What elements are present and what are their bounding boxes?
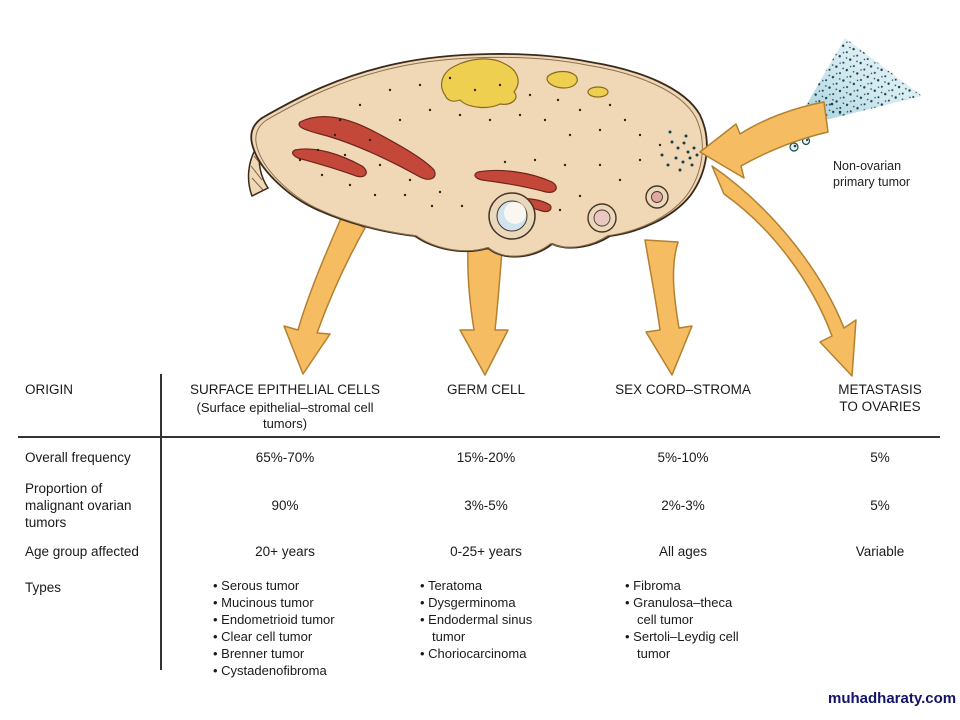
table-divider-vertical	[160, 374, 162, 670]
column-header-sex-cord-stroma: SEX CORD–STROMA	[593, 381, 773, 398]
cell-value: All ages	[658, 544, 708, 559]
arrow-to-surface-epithelial	[283, 215, 366, 375]
cell-value: 5%-10%	[657, 450, 709, 465]
row-label-age-group: Age group affected	[25, 544, 139, 559]
stipple-dots	[298, 76, 662, 212]
arrow-to-metastasis	[711, 165, 857, 377]
watermark-text: muhadharaty.com	[828, 690, 957, 707]
arrows-to-columns	[283, 165, 857, 377]
cell-value: 20+ years	[255, 544, 315, 559]
type-item: Clear cell tumor	[213, 628, 378, 645]
cell-value: 15%-20%	[456, 450, 516, 465]
column-title: SURFACE EPITHELIAL CELLS	[189, 382, 381, 397]
column-subtitle: (Surface epithelial–stromal cell tumors)	[196, 400, 374, 431]
type-item: Mucinous tumor	[213, 594, 378, 611]
cell-value: 5%	[870, 498, 890, 513]
non-ovarian-primary-tumor-label: Non-ovarian primary tumor	[833, 159, 911, 189]
column-header-germ-cell: GERM CELL	[416, 381, 556, 398]
row-label-overall-frequency: Overall frequency	[25, 450, 131, 465]
type-item: Fibroma	[625, 577, 755, 594]
cell-value: 65%-70%	[255, 450, 315, 465]
type-item: Granulosa–theca cell tumor	[625, 594, 755, 628]
column-header-metastasis: METASTASIS TO OVARIES	[835, 381, 925, 415]
types-list-germ-cell: TeratomaDysgerminomaEndodermal sinus tum…	[420, 577, 550, 662]
type-item: Cystadenofibroma	[213, 662, 378, 679]
arrow-from-primary-tumor	[699, 101, 829, 179]
ovary-inner-capsule	[255, 56, 703, 257]
column-title: SEX CORD–STROMA	[615, 382, 751, 397]
type-item: Teratoma	[420, 577, 550, 594]
type-item: Endodermal sinus tumor	[420, 611, 550, 645]
row-label-types: Types	[25, 580, 62, 595]
follicles	[488, 185, 669, 240]
table-divider-horizontal	[18, 436, 940, 438]
column-header-surface-epithelial: SURFACE EPITHELIAL CELLS (Surface epithe…	[180, 381, 390, 432]
arrow-to-sex-cord-stroma	[644, 239, 693, 376]
arrow-to-germ-cell	[459, 247, 509, 376]
type-item: Brenner tumor	[213, 645, 378, 662]
cell-value: 5%	[870, 450, 890, 465]
cell-value: Variable	[855, 544, 905, 559]
type-item: Dysgerminoma	[420, 594, 550, 611]
corpus-luteum	[441, 58, 609, 109]
types-list-sex-cord-stroma: FibromaGranulosa–theca cell tumorSertoli…	[625, 577, 755, 662]
column-title: GERM CELL	[446, 382, 526, 397]
type-item: Endometrioid tumor	[213, 611, 378, 628]
ovary-outline	[250, 53, 708, 258]
cell-value: 90%	[271, 498, 299, 513]
cell-value: 0-25+ years	[450, 544, 522, 559]
row-label-proportion-malignant: Proportion of malignant ovarian tumors	[25, 481, 132, 530]
cell-value: 3%-5%	[464, 498, 508, 513]
metastatic-deposit-dots	[660, 130, 699, 172]
type-item: Sertoli–Leydig cell tumor	[625, 628, 755, 662]
type-item: Serous tumor	[213, 577, 378, 594]
types-list-surface-epithelial: Serous tumorMucinous tumorEndometrioid t…	[213, 577, 378, 679]
column-title: METASTASIS TO OVARIES	[838, 382, 922, 414]
type-item: Choriocarcinoma	[420, 645, 550, 662]
ovary	[247, 53, 708, 258]
blood-vessels	[292, 115, 557, 213]
cell-value: 2%-3%	[661, 498, 705, 513]
origin-header: ORIGIN	[25, 382, 74, 397]
tumor-spray	[699, 38, 922, 179]
ovary-illustration	[247, 38, 922, 377]
